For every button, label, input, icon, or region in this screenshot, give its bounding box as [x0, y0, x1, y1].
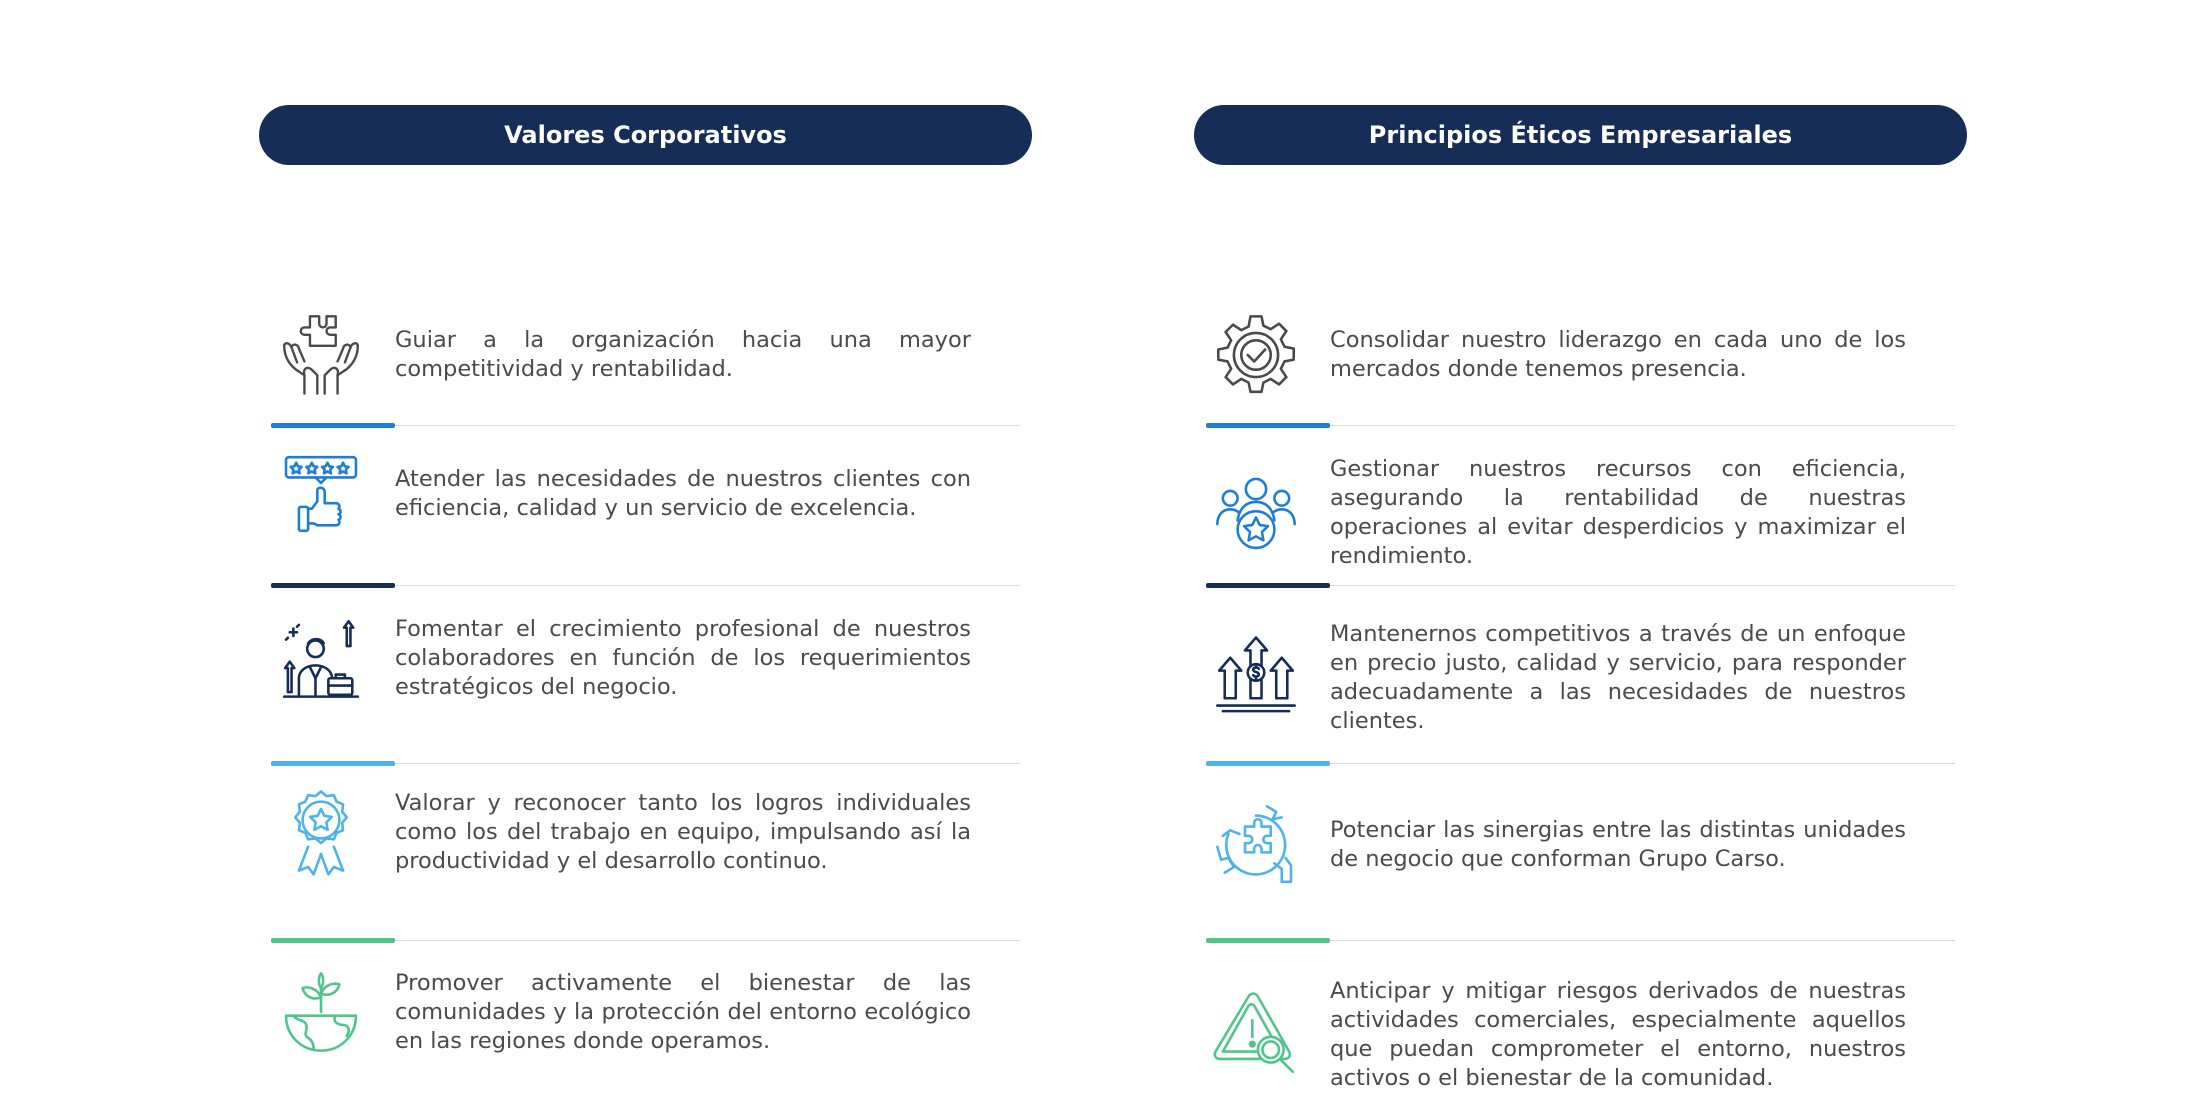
- item-text: Atender las necesidades de nuestros clie…: [395, 466, 971, 521]
- item-text: Consolidar nuestro liderazgo en cada uno…: [1330, 327, 1906, 382]
- item-text: Promover activamente el bienestar de las…: [395, 969, 971, 1054]
- item-text: Anticipar y mitigar riesgos derivados de…: [1330, 978, 1906, 1091]
- professional-growth-icon: [271, 608, 371, 708]
- separator: [1206, 938, 1955, 943]
- list-item: Anticipar y mitigar riesgos derivados de…: [1206, 977, 1955, 1093]
- growth-arrows-dollar-icon: [1206, 628, 1306, 728]
- award-badge-icon: [271, 782, 371, 882]
- item-text: Mantenernos competitivos a través de un …: [1330, 621, 1906, 734]
- item-text: Valorar y reconocer tanto los logros ind…: [395, 789, 971, 874]
- list-item: Potenciar las sinergias entre las distin…: [1206, 795, 1955, 895]
- team-star-icon: [1206, 463, 1306, 563]
- separator: [1206, 583, 1955, 588]
- separator: [271, 938, 1020, 943]
- list-item: Promover activamente el bienestar de las…: [271, 962, 1020, 1062]
- item-text: Guiar a la organización hacia una mayor …: [395, 327, 971, 382]
- separator-accent: [1206, 938, 1330, 943]
- separator: [271, 423, 1020, 428]
- valores-corporativos-panel: Valores Corporativos Guiar a la organiza…: [259, 105, 1032, 1054]
- gear-check-icon: [1206, 305, 1306, 405]
- panel-title: Valores Corporativos: [259, 105, 1032, 165]
- principios-eticos-panel: Principios Éticos Empresariales Consolid…: [1194, 105, 1967, 1091]
- list-item: Guiar a la organización hacia una mayor …: [271, 305, 1020, 405]
- separator: [1206, 423, 1955, 428]
- list-item: Consolidar nuestro liderazgo en cada uno…: [1206, 305, 1955, 405]
- panel-title: Principios Éticos Empresariales: [1194, 105, 1967, 165]
- item-text: Potenciar las sinergias entre las distin…: [1330, 817, 1906, 872]
- list-item: Valorar y reconocer tanto los logros ind…: [271, 782, 1020, 882]
- hands-puzzle-icon: [271, 305, 371, 405]
- separator: [271, 761, 1020, 766]
- thumbs-up-rating-icon: [271, 444, 371, 544]
- separator-accent: [271, 423, 395, 428]
- separator-accent: [1206, 583, 1330, 588]
- list-item: Gestionar nuestros recursos con eficienc…: [1206, 455, 1955, 571]
- list-item: Fomentar el crecimiento profesional de n…: [271, 608, 1020, 708]
- item-text: Fomentar el crecimiento profesional de n…: [395, 615, 971, 700]
- separator: [1206, 761, 1955, 766]
- warning-magnifier-icon: [1206, 985, 1306, 1085]
- separator-accent: [271, 583, 395, 588]
- list-item: Mantenernos competitivos a través de un …: [1206, 620, 1955, 736]
- list-item: Atender las necesidades de nuestros clie…: [271, 444, 1020, 544]
- separator-accent: [1206, 423, 1330, 428]
- item-text: Gestionar nuestros recursos con eficienc…: [1330, 456, 1906, 569]
- separator-accent: [1206, 761, 1330, 766]
- earth-sprout-icon: [271, 962, 371, 1062]
- separator-accent: [271, 938, 395, 943]
- separator-accent: [271, 761, 395, 766]
- globe-puzzle-hands-icon: [1206, 795, 1306, 895]
- separator: [271, 583, 1020, 588]
